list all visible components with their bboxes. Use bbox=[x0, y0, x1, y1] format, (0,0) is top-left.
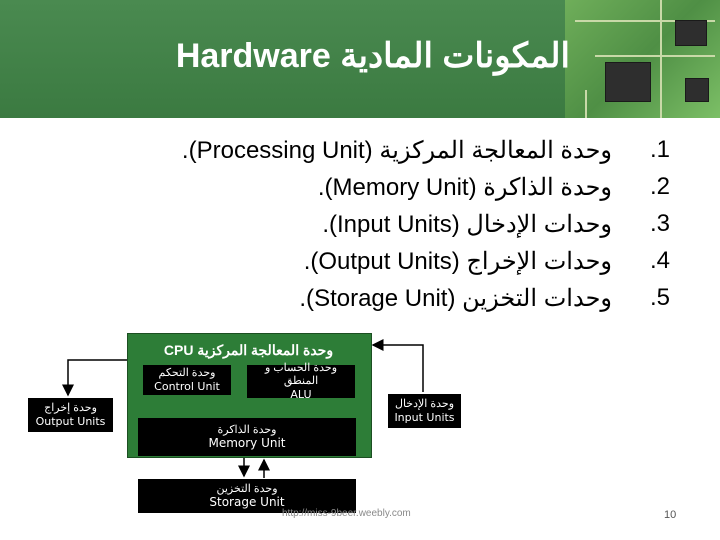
input-unit-block: وحدة الإدخال Input Units bbox=[388, 394, 461, 428]
components-list: .1 وحدة المعالجة المركزية (Processing Uni… bbox=[140, 128, 700, 313]
list-item: .4 وحدات الإخراج (Output Units). bbox=[140, 239, 700, 276]
list-text: وحدة الذاكرة (Memory Unit). bbox=[317, 174, 612, 201]
circuit-trace bbox=[585, 90, 587, 118]
control-unit-block: وحدة التحكم Control Unit bbox=[143, 365, 231, 395]
list-number: .4 bbox=[650, 247, 671, 274]
output-unit-block: وحدة إخراج Output Units bbox=[28, 398, 113, 432]
list-text: وحدات الإدخال (Input Units). bbox=[322, 211, 612, 238]
list-item: .2 وحدة الذاكرة (Memory Unit). bbox=[140, 165, 700, 202]
slide-header: المكونات المادية Hardware bbox=[0, 0, 720, 118]
list-text: وحدة المعالجة المركزية (Processing Unit)… bbox=[181, 137, 612, 164]
list-text: وحدات التخزين (Storage Unit). bbox=[299, 285, 612, 312]
title-band bbox=[0, 0, 565, 118]
circuit-board-image bbox=[565, 0, 720, 118]
cpu-to-output-arrow bbox=[62, 359, 127, 397]
input-to-cpu-arrow bbox=[371, 339, 424, 392]
memory-unit-block: وحدة الذاكرة Memory Unit bbox=[138, 418, 356, 456]
list-number: .1 bbox=[650, 136, 671, 163]
output-unit-ar: وحدة إخراج bbox=[44, 402, 97, 414]
circuit-chip bbox=[605, 62, 651, 102]
list-item: .5 وحدات التخزين (Storage Unit). bbox=[140, 276, 700, 313]
storage-unit-en: Storage Unit bbox=[209, 495, 285, 509]
alu-ar: وحدة الحساب و المنطق bbox=[264, 362, 338, 387]
input-unit-ar: وحدة الإدخال bbox=[394, 398, 455, 410]
list-number: .3 bbox=[650, 210, 671, 237]
circuit-trace bbox=[575, 20, 715, 22]
alu-block: وحدة الحساب و المنطق ALU bbox=[247, 362, 355, 401]
footer-url: http://miss-9beer.weebly.com bbox=[282, 508, 411, 519]
output-unit-en: Output Units bbox=[35, 415, 106, 428]
circuit-trace bbox=[660, 0, 662, 118]
alu-en: ALU bbox=[290, 388, 312, 401]
list-text: وحدات الإخراج (Output Units). bbox=[303, 248, 612, 275]
memory-unit-ar: وحدة الذاكرة bbox=[217, 424, 277, 436]
list-item: .1 وحدة المعالجة المركزية (Processing Uni… bbox=[140, 128, 700, 165]
circuit-trace bbox=[595, 55, 715, 57]
storage-unit-ar: وحدة التخزين bbox=[216, 483, 278, 495]
storage-unit-block: وحدة التخزين Storage Unit bbox=[138, 479, 356, 513]
memory-unit-en: Memory Unit bbox=[208, 436, 286, 450]
circuit-chip bbox=[675, 20, 707, 46]
cpu-label: وحدة المعالجة المركزية CPU bbox=[163, 342, 334, 358]
circuit-chip bbox=[685, 78, 709, 102]
list-item: .3 وحدات الإدخال (Input Units). bbox=[140, 202, 700, 239]
control-unit-en: Control Unit bbox=[154, 380, 220, 393]
control-unit-ar: وحدة التحكم bbox=[158, 367, 216, 379]
slide-title: المكونات المادية Hardware bbox=[175, 37, 570, 75]
input-unit-en: Input Units bbox=[394, 411, 455, 424]
list-number: .5 bbox=[650, 284, 671, 311]
list-number: .2 bbox=[650, 173, 671, 200]
page-number: 10 bbox=[664, 509, 677, 521]
